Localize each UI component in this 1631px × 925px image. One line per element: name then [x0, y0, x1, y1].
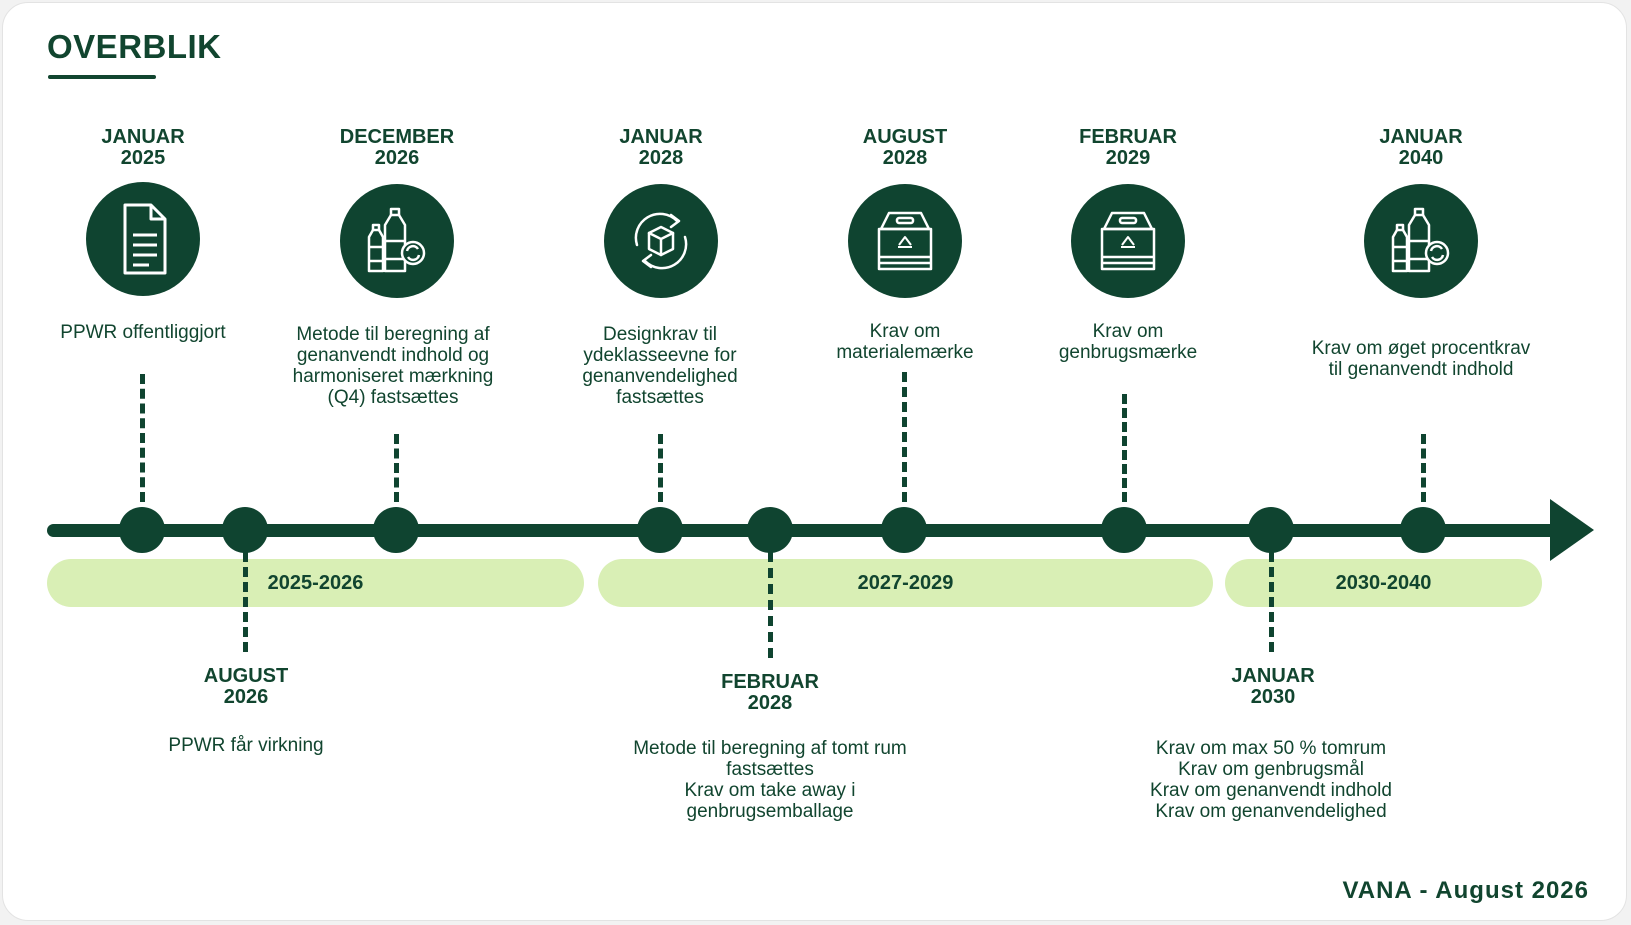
period-band-2030-2040: 2030-2040 [1225, 559, 1542, 607]
connector-line [1421, 434, 1426, 502]
timeline-node [637, 507, 683, 553]
milestone-desc-dec-2026: Metode til beregning af genanvendt indho… [292, 324, 494, 408]
footer-credit: VANA - August 2026 [1342, 877, 1589, 904]
timeline-node [373, 507, 419, 553]
milestone-desc-jan-2025: PPWR offentliggjort [60, 322, 226, 343]
timeline-node [881, 507, 927, 553]
document-icon [86, 182, 200, 296]
connector-line [768, 552, 773, 658]
connector-line [1122, 394, 1127, 502]
timeline-node [119, 507, 165, 553]
milestone-desc-feb-2028: Metode til beregning af tomt rum fastsæt… [633, 738, 907, 822]
recycle-crate-icon [848, 184, 962, 298]
milestone-desc-aug-2028: Krav om materialemærke [836, 321, 974, 363]
connector-line [1269, 552, 1274, 652]
timeline-node [1101, 507, 1147, 553]
timeline-node [1248, 507, 1294, 553]
milestone-desc-jan-2028: Designkrav til ydeklasseevne for genanve… [582, 324, 738, 408]
box-recycle-icon [604, 184, 718, 298]
timeline-node [1400, 507, 1446, 553]
bottles-recycle-icon [1364, 184, 1478, 298]
connector-line [140, 374, 145, 502]
connector-line [243, 552, 248, 652]
milestone-desc-feb-2029: Krav om genbrugsmærke [1058, 321, 1198, 363]
period-band-2025-2026: 2025-2026 [47, 559, 584, 607]
page-title: OVERBLIK [47, 28, 222, 65]
timeline-node [747, 507, 793, 553]
milestone-desc-aug-2026: PPWR får virkning [168, 735, 324, 756]
connector-line [658, 434, 663, 502]
bottles-recycle-icon [340, 184, 454, 298]
recycle-crate-icon [1071, 184, 1185, 298]
period-band-2027-2029: 2027-2029 [598, 559, 1213, 607]
connector-line [394, 434, 399, 502]
milestone-desc-jan-2030: Krav om max 50 % tomrum Krav om genbrugs… [1150, 738, 1392, 822]
connector-line [902, 372, 907, 502]
milestone-desc-jan-2040: Krav om øget procentkrav til genanvendt … [1311, 338, 1531, 380]
timeline-node [222, 507, 268, 553]
title-underline [48, 75, 156, 79]
timeline-track [47, 524, 1567, 537]
timeline-arrow-head [1550, 499, 1594, 561]
